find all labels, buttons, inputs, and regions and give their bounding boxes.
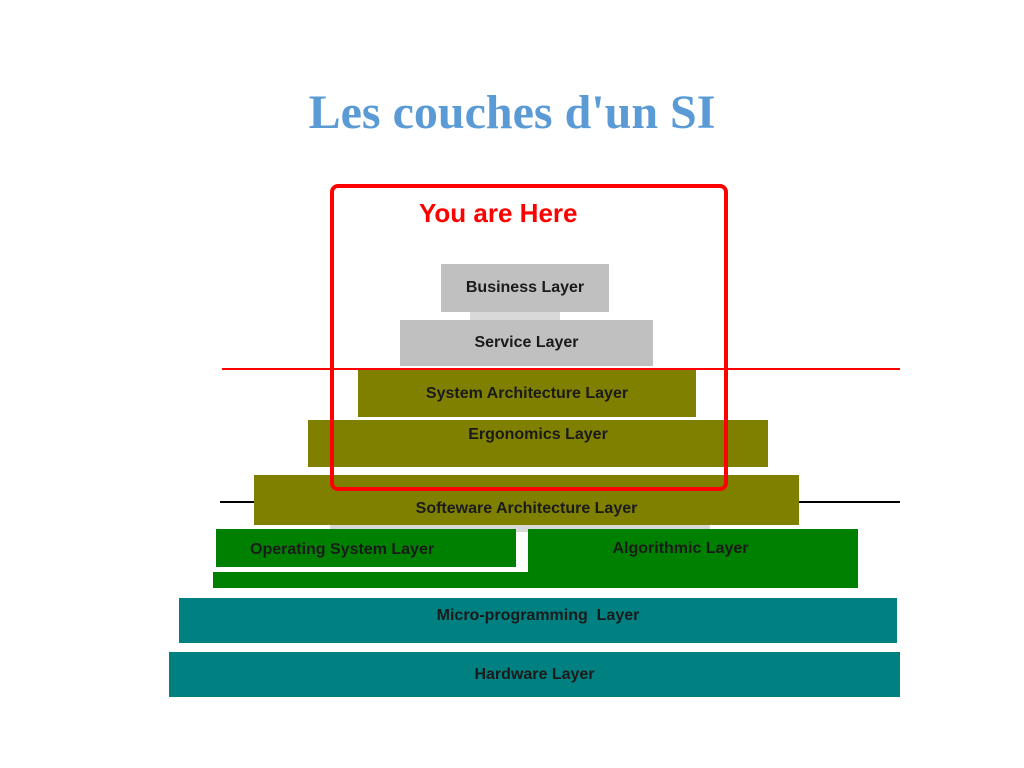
business-layer-label: Business Layer [465,279,585,296]
ergonomics-layer: Ergonomics Layer [308,420,768,467]
algorithmic-layer-label: Algorithmic Layer [612,540,749,557]
system-architecture-layer-label: System Architecture Layer [425,384,629,402]
algorithmic-layer: Algorithmic Layer [528,529,858,588]
hardware-layer-label: Hardware Layer [474,665,595,683]
hardware-layer: Hardware Layer [169,652,900,697]
software-architecture-layer: Softeware Architecture Layer [254,475,799,525]
micro-programming-layer-label: Micro-programming Layer [436,607,640,624]
micro-programming-layer: Micro-programming Layer [179,598,897,643]
software-architecture-layer-label: Softeware Architecture Layer [415,500,638,517]
operating-system-layer: Operating System Layer [216,529,516,567]
ergonomics-layer-label: Ergonomics Layer [468,426,608,443]
system-architecture-layer: System Architecture Layer [358,370,696,417]
service-layer: Service Layer [400,320,653,366]
upper-divider-line [222,368,900,370]
you-are-here-highlight-box [330,184,728,491]
operating-system-layer-label: Operating System Layer [250,541,435,558]
you-are-here-label: You are Here [419,198,578,228]
business-layer: Business Layer [441,264,609,312]
service-layer-label: Service Layer [474,334,579,351]
slide-title: Les couches d'un SI [308,86,716,139]
